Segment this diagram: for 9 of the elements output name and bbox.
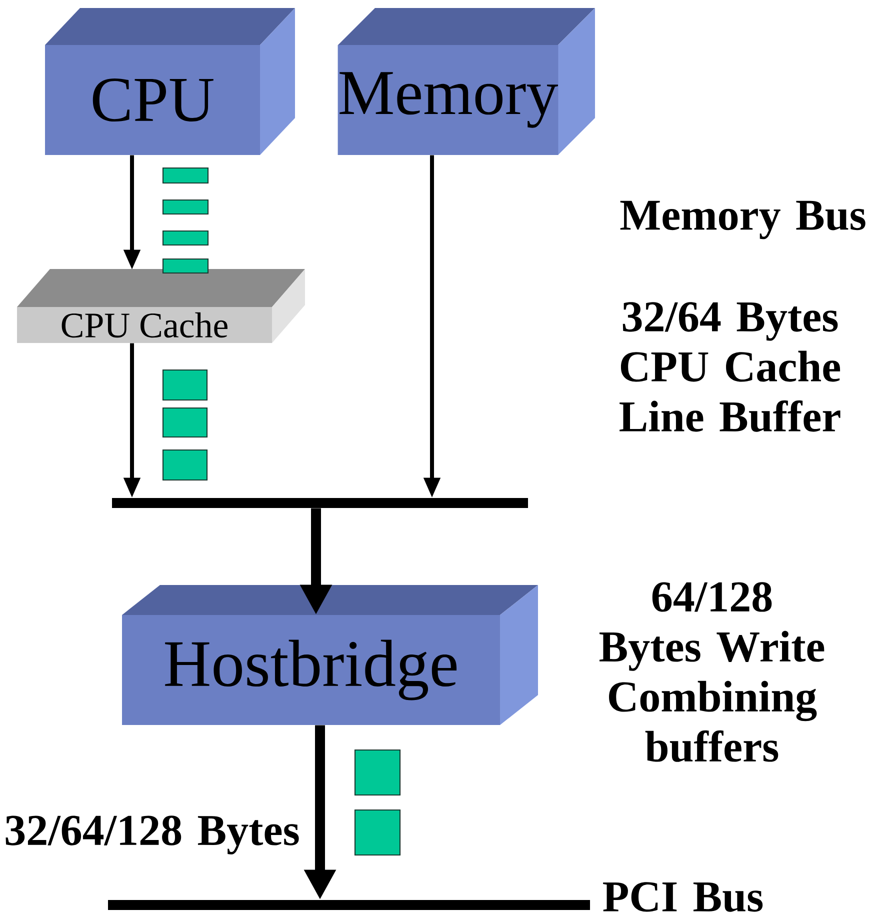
block-box: Hostbridge: [122, 585, 538, 725]
bus-label: 64/128 Bytes Write Combining buffers: [600, 582, 824, 762]
block-box: CPU: [45, 8, 295, 155]
cache-slab: CPU Cache: [17, 269, 305, 343]
bus-label: 32/64 Bytes CPU Cache Line Buffer: [620, 302, 840, 432]
node-label: CPU Cache: [62, 312, 228, 338]
block-box: Memory: [338, 8, 596, 155]
bus-label: Memory Bus: [620, 200, 866, 240]
bus-label: 32/64/128 Bytes: [6, 816, 299, 854]
